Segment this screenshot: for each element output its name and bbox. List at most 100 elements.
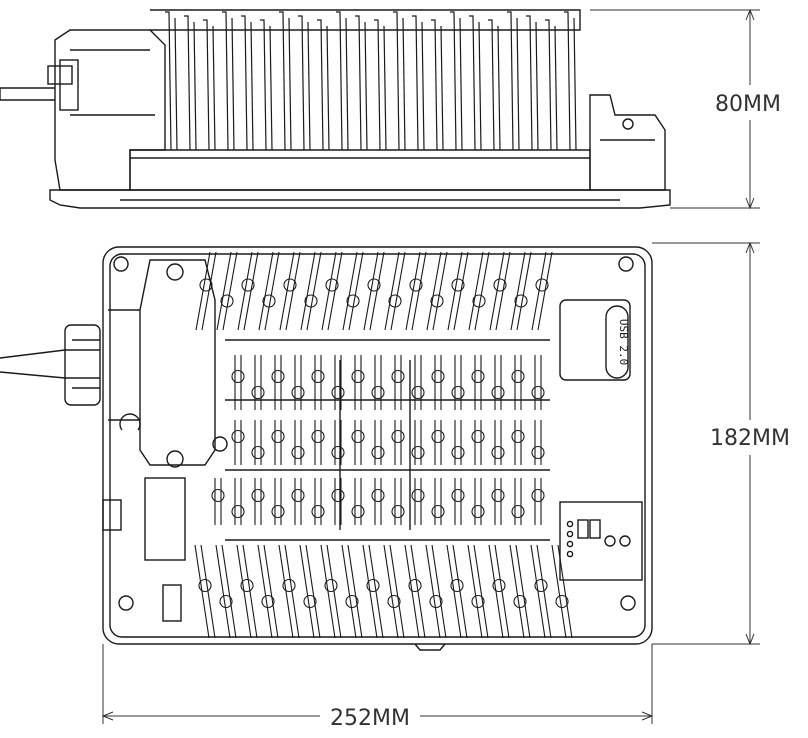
top-fin — [446, 544, 468, 639]
fin-boss — [283, 278, 297, 292]
side-fin — [545, 19, 558, 151]
top-fin — [300, 251, 322, 331]
top-fin — [254, 478, 262, 525]
top-fin — [414, 478, 422, 525]
top-fin — [514, 420, 522, 465]
side-fin — [469, 15, 482, 151]
side-fin — [507, 11, 520, 151]
top-fin — [294, 355, 302, 410]
top-fin — [454, 478, 462, 525]
side-fin — [298, 15, 311, 151]
top-fin — [299, 544, 321, 639]
fin-boss — [271, 429, 285, 444]
side-fin — [526, 15, 539, 151]
top-fin — [383, 544, 405, 639]
top-fin — [405, 251, 427, 331]
fin-boss — [251, 385, 265, 400]
fin-boss — [304, 294, 318, 308]
side-fin — [241, 15, 254, 151]
fin-boss — [511, 369, 525, 384]
side-fin — [355, 15, 368, 151]
side-fin — [488, 19, 501, 151]
top-fin — [488, 544, 510, 639]
fin-boss — [430, 294, 444, 308]
fin-boss — [471, 594, 485, 609]
fin-boss — [371, 385, 385, 400]
fin-boss — [231, 429, 245, 444]
top-fin — [531, 251, 553, 331]
top-fin — [494, 355, 502, 410]
fin-boss — [240, 578, 254, 593]
top-view-fins — [194, 251, 573, 639]
fin-boss — [324, 578, 338, 593]
fin-boss — [262, 294, 276, 308]
top-fin — [334, 355, 342, 410]
fin-boss — [371, 445, 385, 460]
fin-boss — [311, 429, 325, 444]
top-fin — [489, 251, 511, 331]
fin-boss — [291, 445, 305, 460]
fin-boss — [371, 488, 385, 503]
top-fin — [314, 355, 322, 410]
fin-boss — [409, 278, 423, 292]
top-fin — [234, 355, 242, 410]
top-fin — [414, 355, 422, 410]
fin-boss — [531, 385, 545, 400]
top-fin — [534, 478, 542, 525]
fin-boss — [231, 369, 245, 384]
top-fin — [468, 251, 490, 331]
fin-boss — [351, 504, 365, 519]
side-fin — [317, 19, 330, 151]
fin-boss — [451, 385, 465, 400]
fin-boss — [367, 278, 381, 292]
fin-boss — [511, 429, 525, 444]
top-fin — [374, 355, 382, 410]
side-fin — [222, 11, 235, 151]
top-fin — [236, 544, 258, 639]
side-fin — [374, 19, 387, 151]
top-fin — [314, 420, 322, 465]
fin-boss — [531, 445, 545, 460]
top-fin — [354, 420, 362, 465]
fin-boss — [199, 278, 213, 292]
top-fin — [258, 251, 280, 331]
side-fin — [279, 11, 292, 151]
fin-boss — [408, 578, 422, 593]
fin-boss — [411, 385, 425, 400]
fin-boss — [471, 429, 485, 444]
fin-boss — [491, 488, 505, 503]
fin-boss — [346, 294, 360, 308]
top-fin — [454, 355, 462, 410]
top-fin — [509, 544, 531, 639]
top-fin — [474, 420, 482, 465]
fin-boss — [534, 578, 548, 593]
fin-boss — [513, 594, 527, 609]
fin-boss — [251, 488, 265, 503]
top-fin — [467, 544, 489, 639]
top-fin — [514, 355, 522, 410]
height-dimension-label: 80MM — [715, 92, 781, 117]
side-fin — [450, 11, 463, 151]
fin-boss — [431, 429, 445, 444]
side-fin — [165, 11, 178, 151]
top-fin — [510, 251, 532, 331]
fin-boss — [231, 504, 245, 519]
top-fin — [434, 355, 442, 410]
top-fin — [404, 544, 426, 639]
fin-boss — [291, 488, 305, 503]
top-fin — [362, 544, 384, 639]
fin-boss — [491, 385, 505, 400]
top-fin — [530, 544, 552, 639]
fin-boss — [387, 594, 401, 609]
fin-boss — [431, 369, 445, 384]
top-fin — [425, 544, 447, 639]
fin-boss — [492, 578, 506, 593]
fin-boss — [451, 445, 465, 460]
fin-boss — [325, 278, 339, 292]
dimension-lines — [101, 8, 760, 724]
fin-boss — [282, 578, 296, 593]
top-fin — [237, 251, 259, 331]
top-fin — [215, 544, 237, 639]
side-fin — [393, 11, 406, 151]
